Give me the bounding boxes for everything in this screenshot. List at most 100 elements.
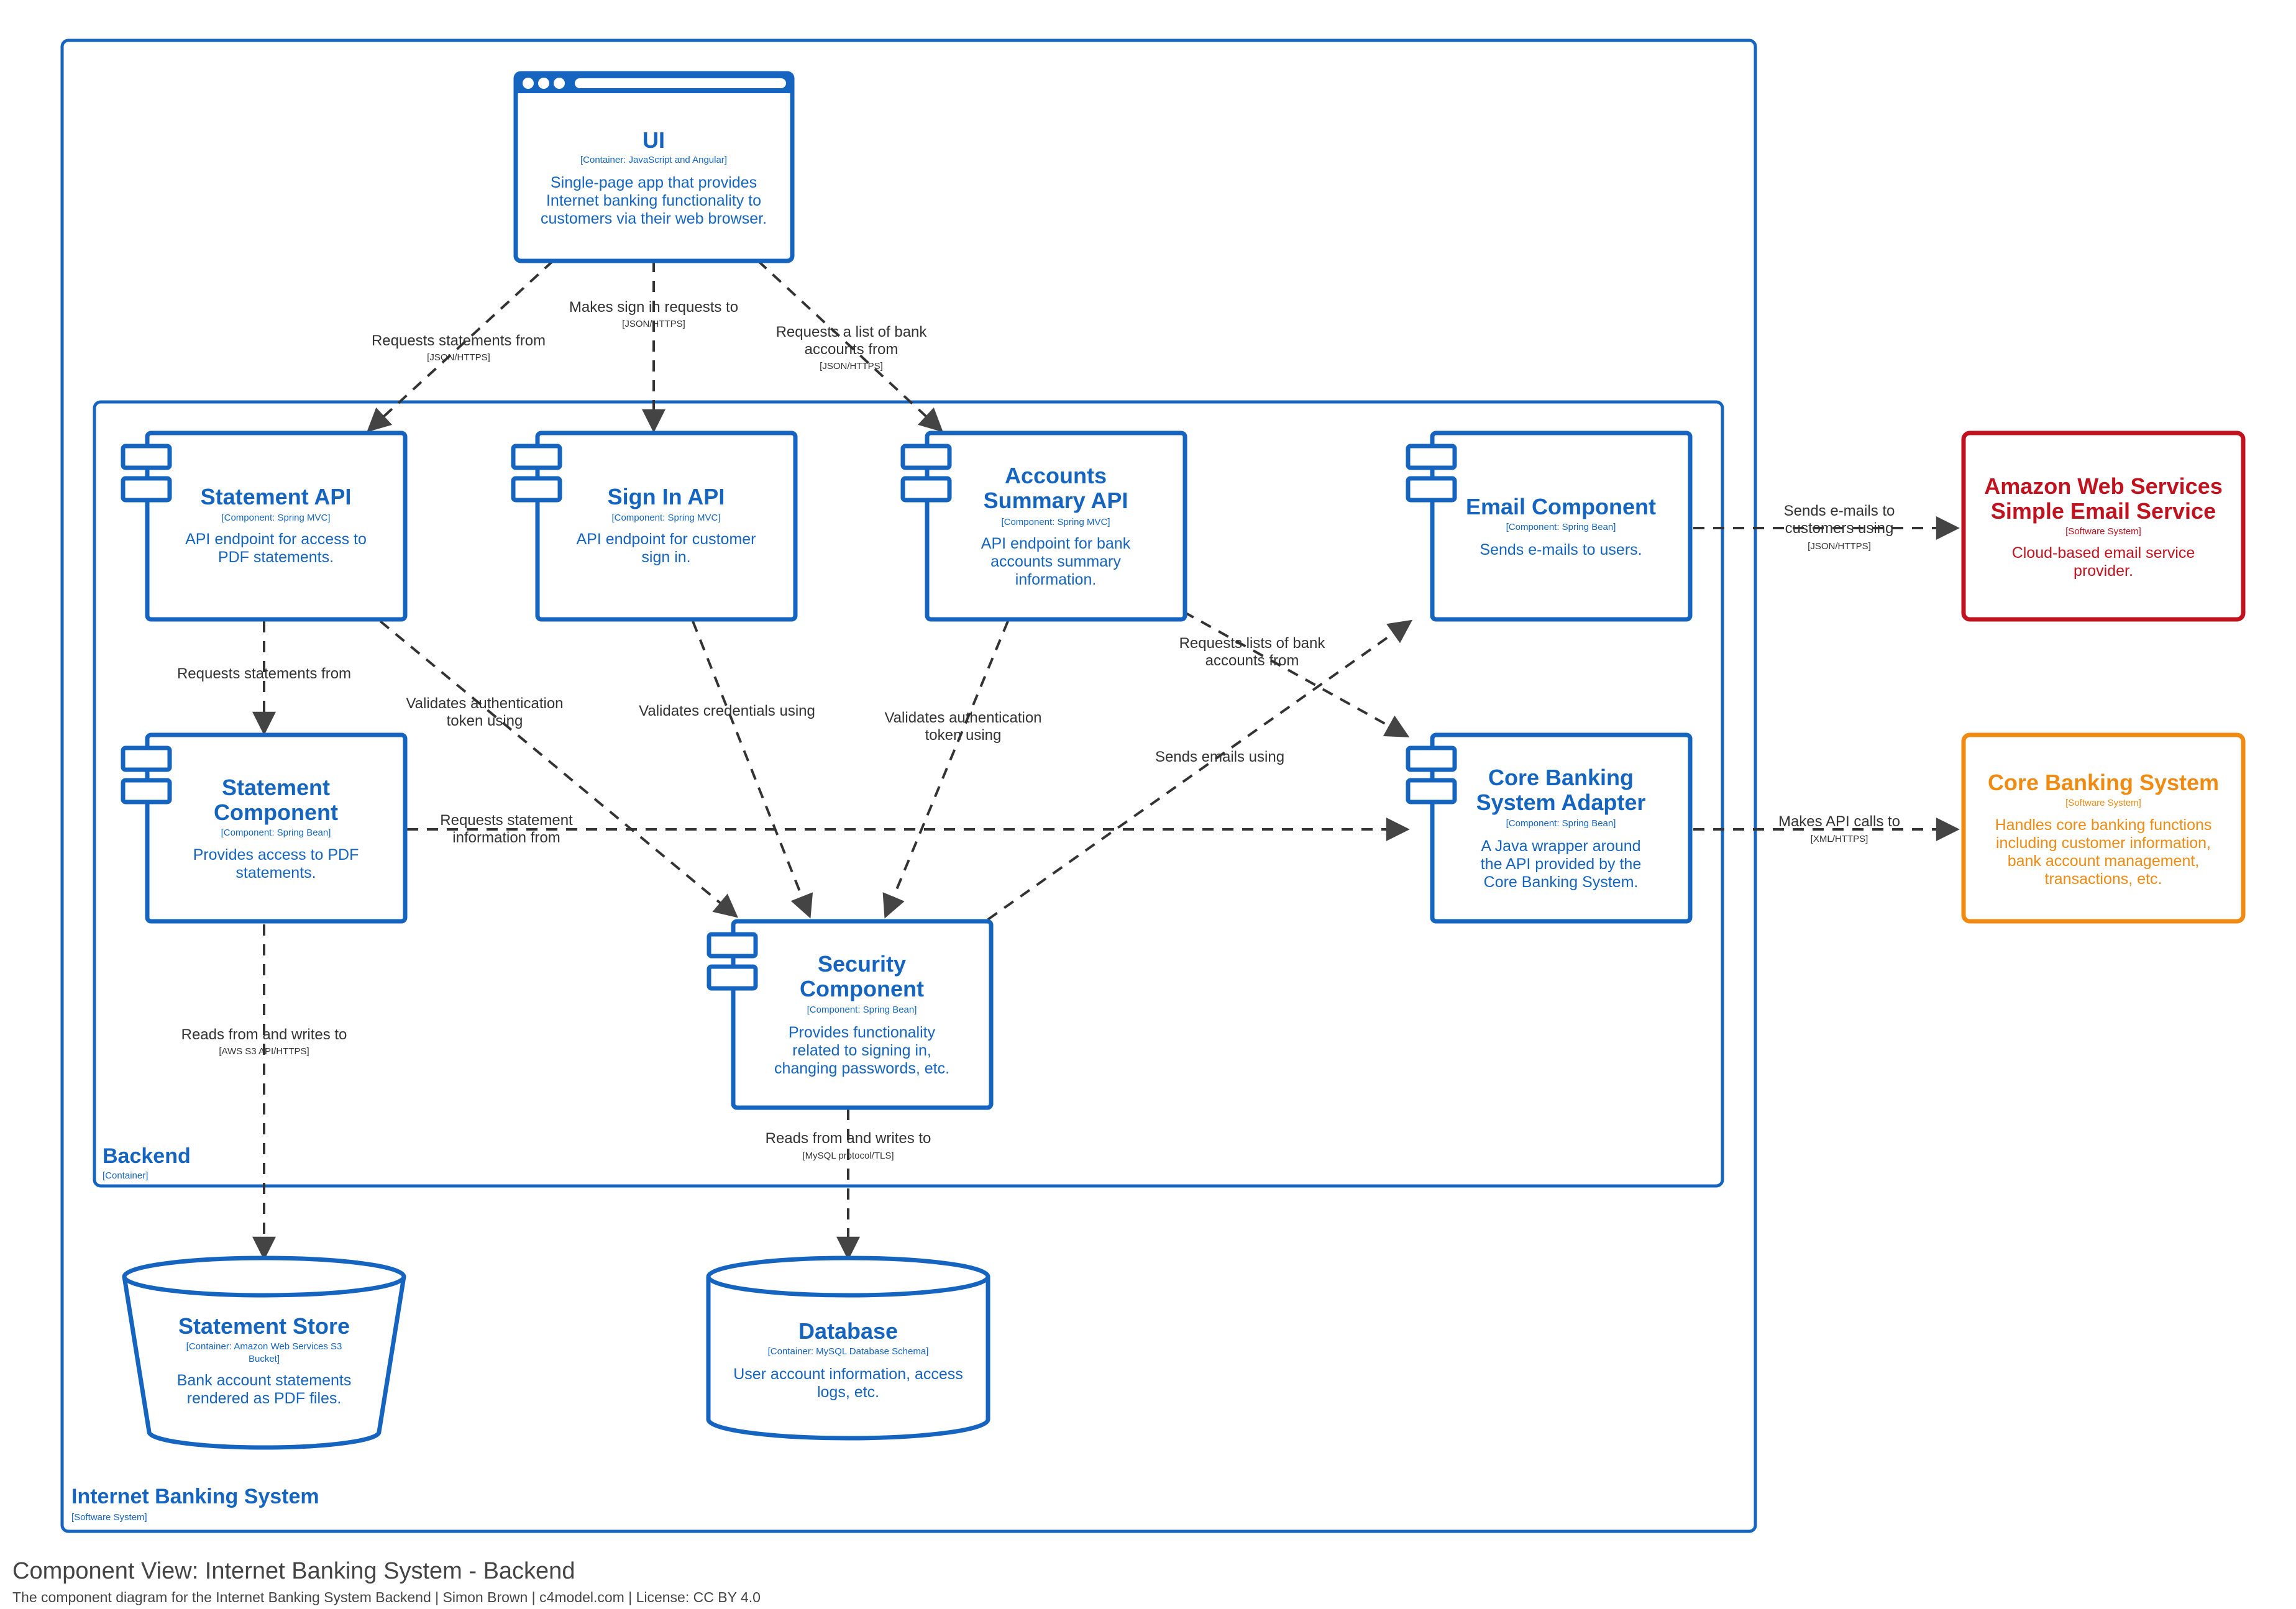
security-component-title-line: Component (800, 976, 924, 1001)
ui-desc-line: customers via their web browser. (541, 210, 767, 227)
signin-api-component[interactable]: Sign In API [Component: Spring MVC] API … (511, 431, 798, 622)
security-component-desc-line: related to signing in, (792, 1042, 931, 1059)
svg-text:Makes API calls to: Makes API calls to (1778, 813, 1900, 830)
svg-text:[MySQL protocol/TLS]: [MySQL protocol/TLS] (803, 1151, 894, 1161)
component-tab-icon (1406, 778, 1457, 805)
rel-ui-statement-api-label: Requests statements from [JSON/HTTPS] (372, 332, 546, 363)
aws-ses-title-line: Simple Email Service (1991, 498, 2216, 524)
component-tab-icon (900, 444, 952, 470)
rel-ui-signin-api-label: Makes sign in requests to [JSON/HTTPS] (569, 299, 738, 329)
email-component[interactable]: Email Component [Component: Spring Bean]… (1406, 431, 1693, 622)
accounts-summary-api-component[interactable]: Accounts Summary API [Component: Spring … (900, 431, 1187, 622)
component-tab-icon (121, 476, 172, 503)
svg-text:Validates authentication: Validates authentication (406, 695, 563, 712)
statement-component[interactable]: Statement Component [Component: Spring B… (121, 732, 408, 924)
browser-dot-icon (554, 78, 565, 89)
rel-signin-security-label: Validates credentials using (639, 703, 815, 719)
browser-dot-icon (523, 78, 534, 89)
database-desc-line: User account information, access (733, 1365, 963, 1383)
cbs-adapter-desc-line: Core Banking System. (1484, 873, 1639, 891)
ui-container[interactable]: UI [Container: JavaScript and Angular] S… (513, 71, 795, 263)
accounts-api-desc-line: API endpoint for bank (981, 535, 1131, 552)
core-banking-desc-line: including customer information, (1996, 834, 2211, 852)
statement-component-tech: [Component: Spring Bean] (221, 827, 331, 838)
component-tab-icon (511, 476, 562, 503)
svg-text:[JSON/HTTPS]: [JSON/HTTPS] (820, 361, 883, 371)
aws-ses-system[interactable]: Amazon Web Services Simple Email Service… (1961, 431, 2246, 622)
core-banking-desc-line: bank account management, (2008, 852, 2200, 870)
rel-statement-component-cbs-adapter-label: Requests statement information from (440, 812, 573, 846)
ui-desc-line: Internet banking functionality to (546, 192, 761, 209)
backend-boundary: Backend [Container] (93, 400, 1724, 1188)
email-component-desc-line: Sends e-mails to users. (1480, 541, 1642, 558)
core-banking-desc-line: transactions, etc. (2045, 870, 2162, 888)
statement-store-desc-line: rendered as PDF files. (187, 1390, 342, 1407)
rel-accounts-cbs-adapter-line (1183, 611, 1410, 737)
component-tab-icon (1406, 745, 1457, 772)
security-component-tech: [Component: Spring Bean] (807, 1005, 917, 1015)
statement-api-desc-line: PDF statements. (218, 549, 334, 566)
rel-statement-component-store-label: Reads from and writes to [AWS S3 API/HTT… (181, 1026, 347, 1057)
component-tab-icon (121, 444, 172, 470)
svg-text:token using: token using (925, 727, 1002, 744)
core-banking-tech: [Software System] (2065, 798, 2141, 808)
svg-text:Reads from and writes to: Reads from and writes to (766, 1130, 931, 1147)
component-tab-icon (900, 476, 952, 503)
svg-text:Validates authentication: Validates authentication (884, 709, 1041, 726)
svg-text:token using: token using (447, 713, 523, 729)
rel-ui-accounts-api-label: Requests a list of bank accounts from [J… (776, 324, 928, 371)
diagram-caption-title: Component View: Internet Banking System … (12, 1558, 575, 1584)
accounts-api-title-line: Accounts (1005, 463, 1107, 488)
cbs-adapter-title-line: Core Banking (1488, 765, 1634, 790)
component-tab-icon (511, 444, 562, 470)
database-container[interactable]: Database [Container: MySQL Database Sche… (706, 1256, 990, 1441)
statement-api-tech: [Component: Spring MVC] (221, 513, 330, 523)
svg-text:Requests statements from: Requests statements from (177, 665, 351, 682)
backend-boundary-tech: [Container] (103, 1170, 148, 1181)
signin-api-title: Sign In API (608, 484, 725, 509)
component-tab-icon (707, 932, 758, 959)
security-component-title-line: Security (818, 951, 906, 977)
rel-email-aws-label: Sends e-mails to customers using [JSON/H… (1784, 503, 1895, 552)
aws-ses-desc-line: provider. (2074, 562, 2133, 580)
svg-text:Requests statement: Requests statement (440, 812, 573, 829)
rel-ui-statement-api-line (367, 260, 554, 432)
email-component-title: Email Component (1466, 494, 1656, 519)
svg-text:[JSON/HTTPS]: [JSON/HTTPS] (1808, 541, 1871, 552)
svg-text:[JSON/HTTPS]: [JSON/HTTPS] (622, 319, 685, 329)
relationships (252, 260, 1960, 1260)
component-tab-icon (121, 745, 172, 772)
core-banking-adapter-component[interactable]: Core Banking System Adapter [Component: … (1406, 732, 1693, 924)
statement-component-desc-line: Provides access to PDF (193, 846, 359, 864)
aws-ses-desc-line: Cloud-based email service (2012, 544, 2195, 562)
accounts-api-desc-line: accounts summary (990, 553, 1121, 570)
core-banking-system[interactable]: Core Banking System [Software System] Ha… (1961, 732, 2246, 924)
aws-ses-title-line: Amazon Web Services (1984, 473, 2222, 499)
component-tab-icon (121, 778, 172, 805)
svg-text:Requests a list of bank: Requests a list of bank (776, 324, 928, 340)
statement-store-title: Statement Store (178, 1313, 350, 1339)
database-tech: [Container: MySQL Database Schema] (768, 1346, 929, 1357)
svg-text:[JSON/HTTPS]: [JSON/HTTPS] (427, 352, 490, 363)
security-component[interactable]: Security Component [Component: Spring Be… (707, 919, 994, 1110)
svg-text:Requests statements from: Requests statements from (372, 332, 546, 349)
statement-store-desc-line: Bank account statements (177, 1372, 352, 1389)
backend-boundary-title: Backend (103, 1144, 191, 1168)
rel-accounts-security-label: Validates authentication token using (884, 709, 1041, 744)
signin-api-desc-line: sign in. (641, 549, 690, 566)
database-title: Database (798, 1318, 898, 1344)
accounts-api-tech: [Component: Spring MVC] (1001, 517, 1110, 527)
svg-text:[AWS S3 API/HTTPS]: [AWS S3 API/HTTPS] (219, 1046, 309, 1057)
svg-text:accounts from: accounts from (805, 341, 899, 358)
statement-store-tech-line: [Container: Amazon Web Services S3 (186, 1341, 342, 1352)
system-boundary-tech: [Software System] (71, 1512, 147, 1523)
system-boundary: Internet Banking System [Software System… (60, 39, 1757, 1533)
statement-api-component[interactable]: Statement API [Component: Spring MVC] AP… (121, 431, 408, 622)
svg-text:customers using: customers using (1785, 520, 1894, 537)
core-banking-title: Core Banking System (1988, 770, 2219, 795)
signin-api-tech: [Component: Spring MVC] (611, 513, 720, 523)
diagram-caption-subtitle: The component diagram for the Internet B… (12, 1589, 761, 1605)
svg-text:accounts from: accounts from (1205, 652, 1299, 669)
statement-store-container[interactable]: Statement Store [Container: Amazon Web S… (122, 1256, 406, 1450)
ui-desc-line: Single-page app that provides (551, 174, 757, 191)
